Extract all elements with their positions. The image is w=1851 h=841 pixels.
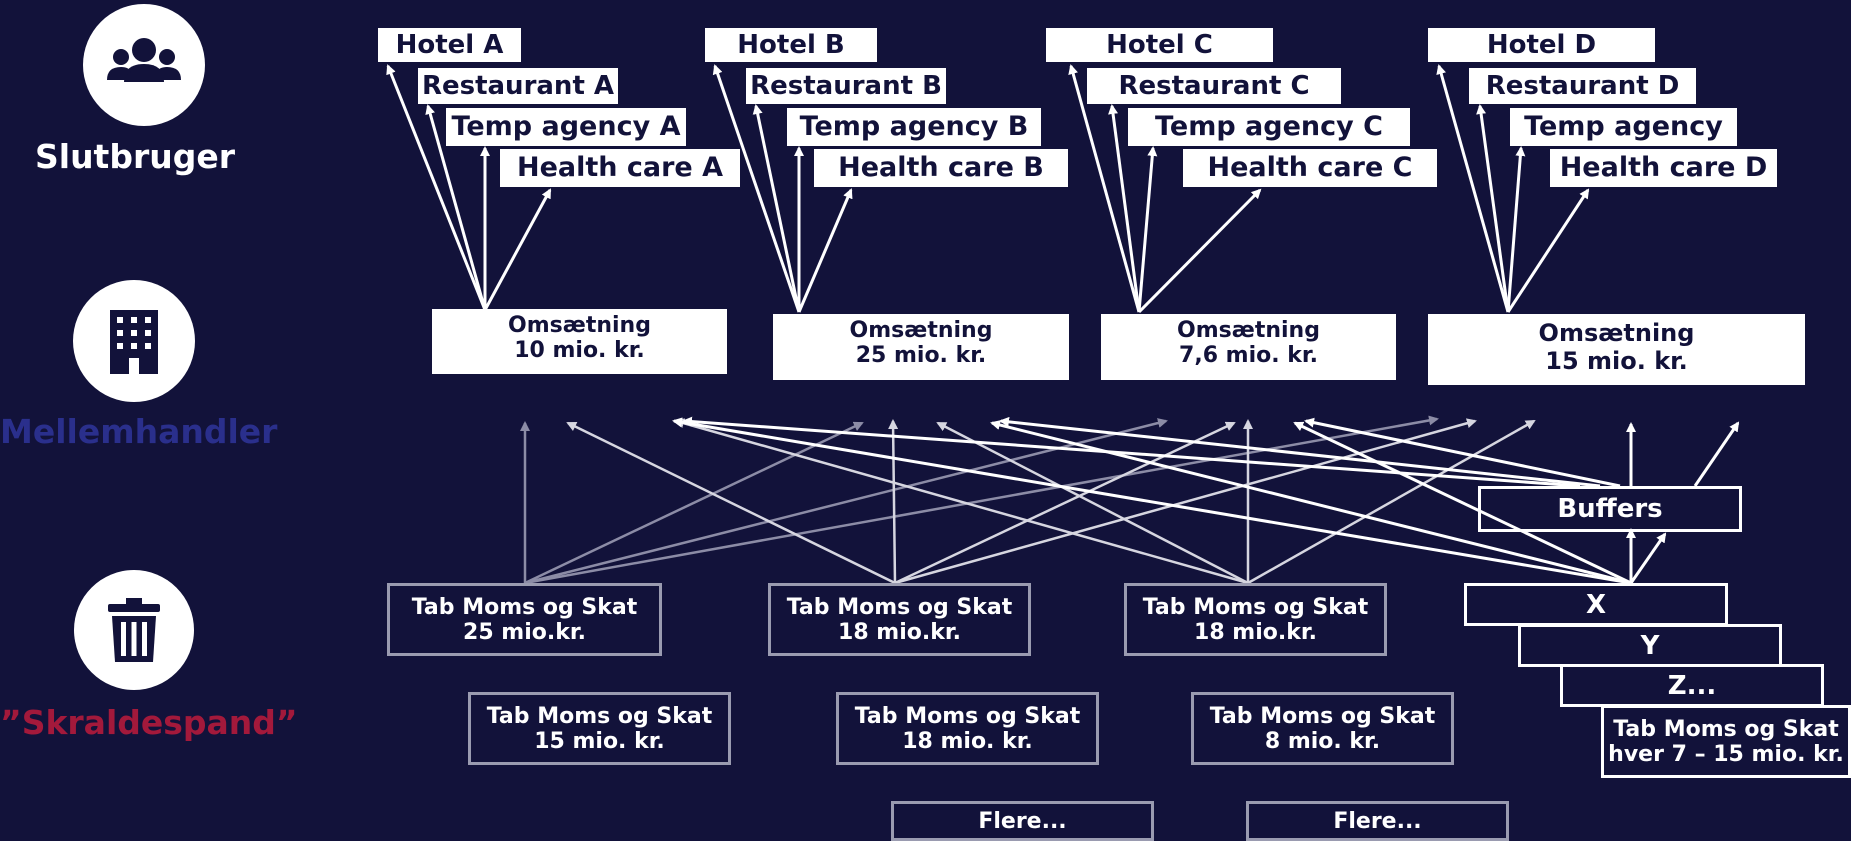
- tab-box-4: Tab Moms og Skat 15 mio. kr.: [468, 692, 731, 765]
- temp-agency-b-box: Temp agency B: [787, 108, 1041, 146]
- arrow-24: [674, 418, 1249, 585]
- arrow-27: [1247, 419, 1536, 585]
- health-care-b-box: Health care B: [814, 149, 1068, 187]
- arrow-23: [894, 418, 1477, 585]
- buffers-box: Buffers: [1478, 486, 1742, 532]
- tab-box-3-label: Tab Moms og Skat: [1142, 594, 1369, 620]
- omsaetning-b-box: Omsætning 25 mio. kr.: [773, 314, 1069, 380]
- z-box: Z...: [1560, 664, 1824, 707]
- omsaetning-c-box: Omsætning 7,6 mio. kr.: [1101, 314, 1396, 380]
- skraldespand-label: ”Skraldespand”: [0, 703, 298, 742]
- tab-box-5-label: Tab Moms og Skat: [854, 703, 1081, 729]
- flere-box-1: Flere...: [891, 801, 1154, 841]
- omsaetning-d-label: Omsætning: [1538, 319, 1695, 347]
- arrow-3: [483, 188, 552, 311]
- hotel-d-box: Hotel D: [1428, 28, 1655, 62]
- y-box: Y: [1518, 624, 1782, 667]
- tab-box-last-value: hver 7 – 15 mio. kr.: [1608, 741, 1844, 767]
- mellemhandler-label: Mellemhandler: [0, 412, 278, 451]
- arrow-1: [425, 104, 487, 311]
- health-care-c-box: Health care C: [1183, 149, 1437, 187]
- restaurant-d-box: Restaurant D: [1469, 68, 1696, 104]
- arrow-14: [1506, 146, 1526, 313]
- slutbruger-label: Slutbruger: [34, 137, 235, 176]
- arrow-34: [672, 417, 1632, 585]
- tab-box-6-value: 8 mio. kr.: [1264, 728, 1381, 754]
- health-care-d-box: Health care D: [1550, 149, 1777, 187]
- restaurant-a-box: Restaurant A: [418, 68, 618, 104]
- omsaetning-a-box: Omsætning 10 mio. kr.: [432, 309, 727, 374]
- omsaetning-b-value: 25 mio. kr.: [855, 343, 987, 368]
- flere-box-2: Flere...: [1246, 801, 1509, 841]
- tab-box-6: Tab Moms og Skat 8 mio. kr.: [1191, 692, 1454, 765]
- tab-box-2-label: Tab Moms og Skat: [786, 594, 1013, 620]
- arrow-36: [999, 416, 1601, 488]
- arrow-20: [566, 421, 896, 585]
- arrow-7: [797, 188, 853, 313]
- arrow-32: [1293, 421, 1632, 585]
- arrow-13: [1476, 104, 1510, 313]
- omsaetning-d-value: 15 mio. kr.: [1545, 347, 1688, 375]
- users-icon-circle: [83, 4, 205, 126]
- temp-agency-c-box: Temp agency C: [1128, 108, 1410, 146]
- hotel-a-box: Hotel A: [378, 28, 521, 62]
- building-icon: [110, 310, 158, 374]
- arrow-25: [936, 421, 1249, 585]
- restaurant-b-box: Restaurant B: [746, 68, 946, 104]
- hotel-c-box: Hotel C: [1046, 28, 1273, 62]
- tab-box-3-value: 18 mio.kr.: [1194, 619, 1317, 645]
- omsaetning-c-value: 7,6 mio. kr.: [1179, 343, 1318, 368]
- tab-box-4-value: 15 mio. kr.: [534, 728, 665, 754]
- omsaetning-b-label: Omsætning: [849, 318, 993, 343]
- arrow-12: [1436, 64, 1510, 313]
- tab-box-last: Tab Moms og Skat hver 7 – 15 mio. kr.: [1601, 705, 1851, 778]
- tab-box-2-value: 18 mio.kr.: [838, 619, 961, 645]
- arrow-37: [682, 416, 1581, 488]
- users-icon: [107, 38, 181, 82]
- omsaetning-d-box: Omsætning 15 mio. kr.: [1428, 314, 1805, 385]
- tab-box-5: Tab Moms og Skat 18 mio. kr.: [836, 692, 1099, 765]
- arrow-30: [1693, 421, 1740, 487]
- tab-box-1: Tab Moms og Skat 25 mio.kr.: [387, 583, 662, 656]
- omsaetning-c-label: Omsætning: [1177, 318, 1320, 343]
- tab-box-3: Tab Moms og Skat 18 mio.kr.: [1124, 583, 1387, 656]
- arrow-5: [752, 104, 801, 313]
- arrow-35: [1304, 417, 1621, 488]
- building-icon-circle: [73, 280, 195, 402]
- arrow-15: [1506, 188, 1590, 313]
- omsaetning-a-label: Omsætning: [508, 313, 651, 338]
- arrow-9: [1108, 104, 1141, 313]
- arrow-17: [524, 421, 864, 585]
- arrow-21: [888, 419, 899, 584]
- arrow-22: [894, 421, 1236, 585]
- trash-icon-circle: [74, 570, 194, 690]
- arrow-10: [1137, 146, 1158, 313]
- health-care-a-box: Health care A: [500, 149, 740, 187]
- temp-agency-a-box: Temp agency A: [446, 108, 686, 146]
- x-box: X: [1464, 583, 1728, 626]
- arrow-31: [1629, 532, 1667, 584]
- arrow-0: [386, 64, 487, 311]
- restaurant-c-box: Restaurant C: [1087, 68, 1341, 104]
- tab-box-6-label: Tab Moms og Skat: [1209, 703, 1436, 729]
- tab-box-4-label: Tab Moms og Skat: [486, 703, 713, 729]
- omsaetning-a-value: 10 mio. kr.: [514, 338, 645, 363]
- arrow-19: [524, 415, 1439, 585]
- hotel-b-box: Hotel B: [705, 28, 877, 62]
- temp-agency-d-box: Temp agency D: [1510, 108, 1737, 180]
- tab-box-last-label: Tab Moms og Skat: [1613, 716, 1839, 742]
- arrow-8: [1068, 64, 1141, 313]
- arrow-4: [712, 64, 801, 313]
- tab-box-1-label: Tab Moms og Skat: [411, 594, 638, 620]
- trash-icon: [108, 598, 160, 662]
- tab-box-5-value: 18 mio. kr.: [902, 728, 1033, 754]
- tab-box-1-value: 25 mio.kr.: [463, 619, 586, 645]
- tab-box-2: Tab Moms og Skat 18 mio.kr.: [768, 583, 1031, 656]
- arrow-11: [1137, 188, 1262, 314]
